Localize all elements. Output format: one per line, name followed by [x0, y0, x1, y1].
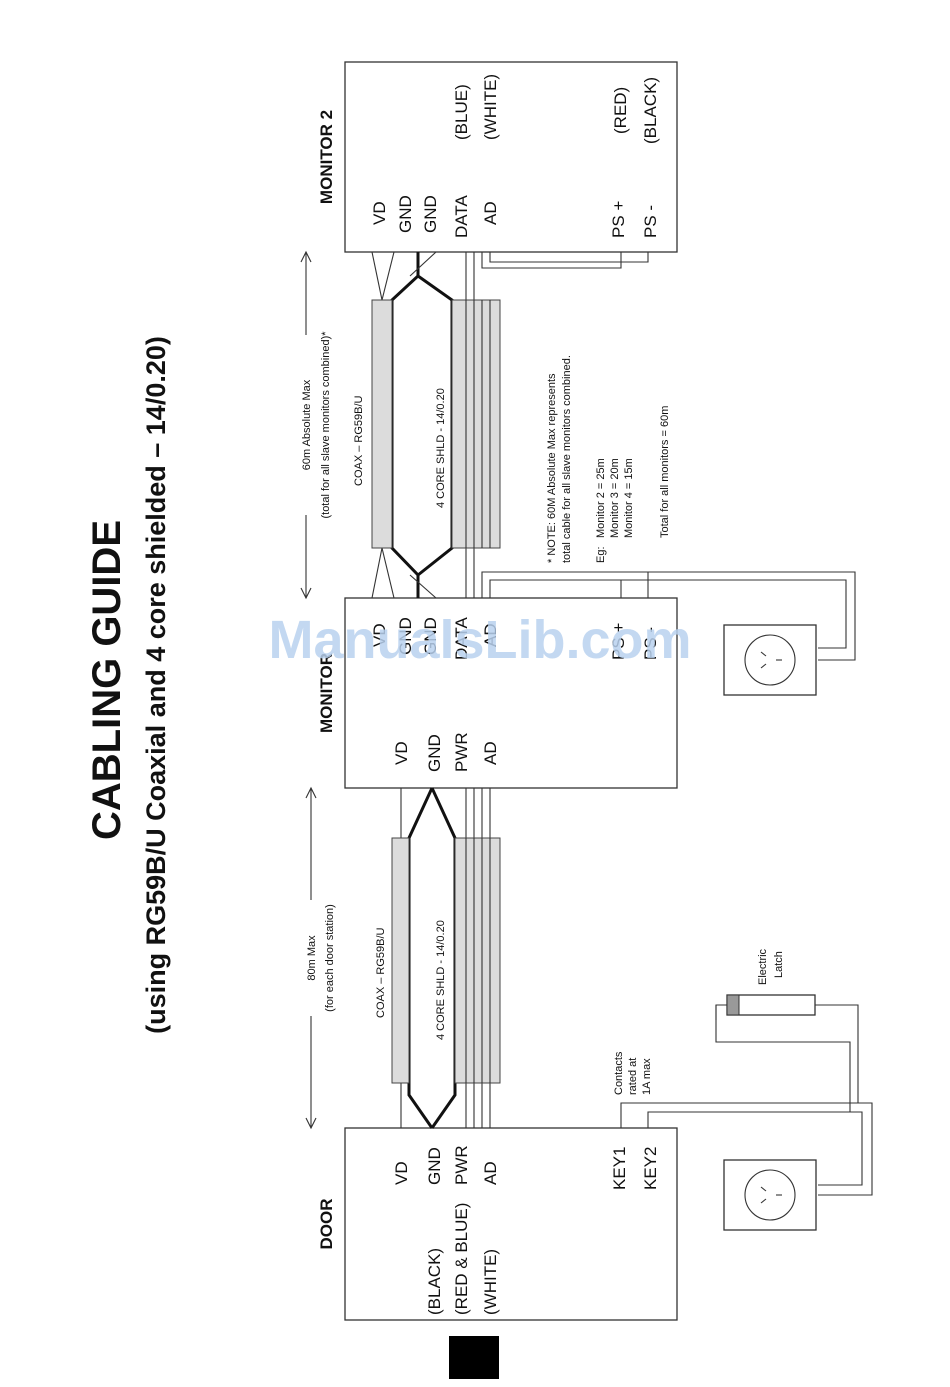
door-title: DOOR: [317, 1199, 336, 1250]
note-example-2: Monitor 3 = 20m: [609, 458, 621, 538]
monitor2-terminal-ad: AD: [481, 201, 500, 225]
cable2-max-note: (total for all slave monitors combined)*: [320, 331, 332, 519]
monitor-right-terminal-data: DATA: [452, 617, 471, 660]
contacts-label-line1: Contacts: [613, 1051, 625, 1095]
monitor-right-terminal-ad: AD: [481, 623, 500, 647]
door-color-black: (BLACK): [425, 1248, 444, 1315]
monitor-right-terminal-gnd2: GND: [421, 617, 440, 655]
cable1-shld-sheath: [454, 837, 501, 1084]
door-terminal-gnd: GND: [425, 1147, 444, 1185]
cable2-core-lines: [465, 300, 491, 548]
monitor-left-terminal-ad: AD: [481, 741, 500, 765]
electric-latch-body: [726, 994, 816, 1016]
electric-latch-bolt: [726, 994, 740, 1016]
monitor-left-terminal-gnd: GND: [425, 734, 444, 772]
watermark: ManualsLib.com: [268, 610, 691, 670]
cable2-dimension-arrow: [300, 250, 312, 600]
monitor2-terminal-ps-plus: PS +: [609, 201, 628, 238]
monitor2-color-red: (RED): [611, 87, 630, 134]
cable1-max-label: 80m Max: [306, 935, 318, 981]
monitor2-terminal-vd: VD: [370, 201, 389, 225]
note-example-3: Monitor 4 = 15m: [623, 458, 635, 538]
cable1-max-note: (for each door station): [324, 904, 336, 1012]
monitor2-terminal-ps-minus: PS -: [641, 205, 660, 238]
monitor2-color-black: (BLACK): [641, 77, 660, 144]
monitor-left-terminal-pwr: PWR: [452, 732, 471, 772]
latch-label-line1: Electric: [757, 948, 769, 985]
monitor2-title: MONITOR 2: [317, 110, 336, 204]
monitor-title: MONITOR: [317, 653, 336, 733]
note-example-1: Monitor 2 = 25m: [595, 458, 607, 538]
monitor-right-terminal-vd: VD: [370, 623, 389, 647]
cable2-shld-sheath: [451, 299, 501, 549]
cable2-coax-label: COAX – RG59B/U: [353, 395, 365, 486]
monitor-unit-box: [344, 597, 678, 789]
cable1-core-lines: [465, 838, 491, 1083]
page-marker-block: [449, 1336, 499, 1379]
cable1-shld-label: 4 CORE SHLD - 14/0.20: [435, 920, 447, 1040]
cable1-coax-label: COAX – RG59B/U: [375, 927, 387, 1018]
monitor2-terminal-gnd1: GND: [396, 195, 415, 233]
door-terminal-ad: AD: [481, 1161, 500, 1185]
cable2-max-label: 60m Absolute Max: [301, 379, 313, 470]
monitor2-color-blue: (BLUE): [452, 84, 471, 140]
door-color-red-blue: (RED & BLUE): [452, 1203, 471, 1315]
door-terminal-key2: KEY2: [641, 1147, 660, 1190]
latch-label-line2: Latch: [773, 951, 785, 978]
monitor-terminal-ps-plus: PS +: [609, 623, 628, 660]
door-terminal-vd: VD: [392, 1161, 411, 1185]
monitor-terminal-ps-minus: PS -: [641, 627, 660, 660]
door-power-outlet: [723, 1159, 817, 1231]
monitor-left-terminal-vd: VD: [392, 741, 411, 765]
monitor-right-terminal-gnd1: GND: [396, 617, 415, 655]
cable1-coax-sheath: [391, 837, 410, 1084]
door-terminal-pwr: PWR: [452, 1145, 471, 1185]
power-wiring: [481, 252, 856, 661]
door-color-white: (WHITE): [481, 1249, 500, 1315]
note-line1: * NOTE: 60M Absolute Max represents: [546, 373, 558, 563]
monitor2-color-white: (WHITE): [481, 74, 500, 140]
note-total: Total for all monitors = 60m: [659, 406, 671, 538]
monitor2-unit-box: [344, 61, 678, 253]
page-title: CABLING GUIDE: [85, 520, 129, 840]
monitor2-terminal-gnd2: GND: [421, 195, 440, 233]
cable2-shld-label: 4 CORE SHLD - 14/0.20: [435, 388, 447, 508]
contacts-label-line2: rated at: [627, 1058, 639, 1095]
door-unit-box: [344, 1127, 678, 1321]
door-terminal-key1: KEY1: [610, 1147, 629, 1190]
contacts-label-line3: 1A max: [641, 1058, 653, 1095]
cable2-coax-sheath: [371, 299, 393, 549]
cable1-dimension-arrow: [305, 786, 317, 1130]
note-line2: total cable for all slave monitors combi…: [561, 355, 573, 563]
monitor-power-outlet: [723, 624, 817, 696]
page-subtitle: (using RG59B/U Coaxial and 4 core shield…: [141, 336, 171, 1034]
monitor2-terminal-data: DATA: [452, 195, 471, 238]
note-eg-label: Eg:: [595, 546, 607, 563]
